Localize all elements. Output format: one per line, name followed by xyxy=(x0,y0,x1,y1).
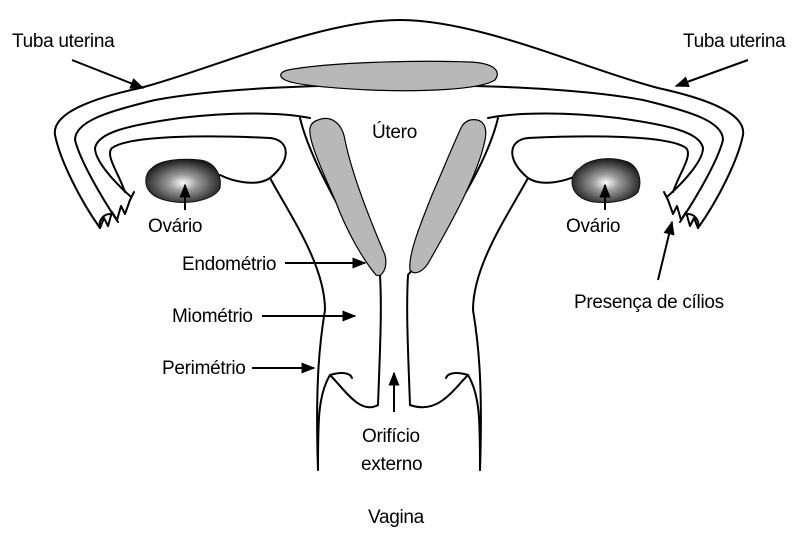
arrows xyxy=(71,59,749,412)
label-vagina: Vagina xyxy=(368,507,425,528)
label-ovario-left: Ovário xyxy=(148,216,202,237)
fimbriae-left xyxy=(98,191,135,229)
label-perimetrio: Perimétrio xyxy=(162,358,246,379)
endometrium-left xyxy=(309,117,387,277)
endometrium-right xyxy=(409,119,487,274)
uterus-body xyxy=(269,117,529,471)
label-orificio-line1: Orifício xyxy=(362,426,420,447)
arrow-tuba-left xyxy=(71,59,145,89)
cervix-vagina xyxy=(317,372,481,471)
ovary-loops xyxy=(109,135,689,193)
ovary-left xyxy=(145,158,221,203)
ovary-right xyxy=(571,158,641,203)
label-orificio-line2: externo xyxy=(361,454,422,475)
label-tuba-right: Tuba uterina xyxy=(683,31,786,52)
label-cilios: Presença de cílios xyxy=(574,292,724,313)
label-utero: Útero xyxy=(372,121,417,143)
uterus-outer-wall xyxy=(53,19,745,229)
label-tuba-left: Tuba uterina xyxy=(12,31,115,52)
arrow-cilios xyxy=(657,220,675,281)
arrow-tuba-right xyxy=(674,59,749,87)
label-ovario-right: Ovário xyxy=(566,216,620,237)
fimbriae-right xyxy=(663,191,700,229)
endometrium-top xyxy=(280,60,498,92)
label-miometrio: Miométrio xyxy=(172,306,253,327)
label-endometrio: Endométrio xyxy=(182,254,276,275)
